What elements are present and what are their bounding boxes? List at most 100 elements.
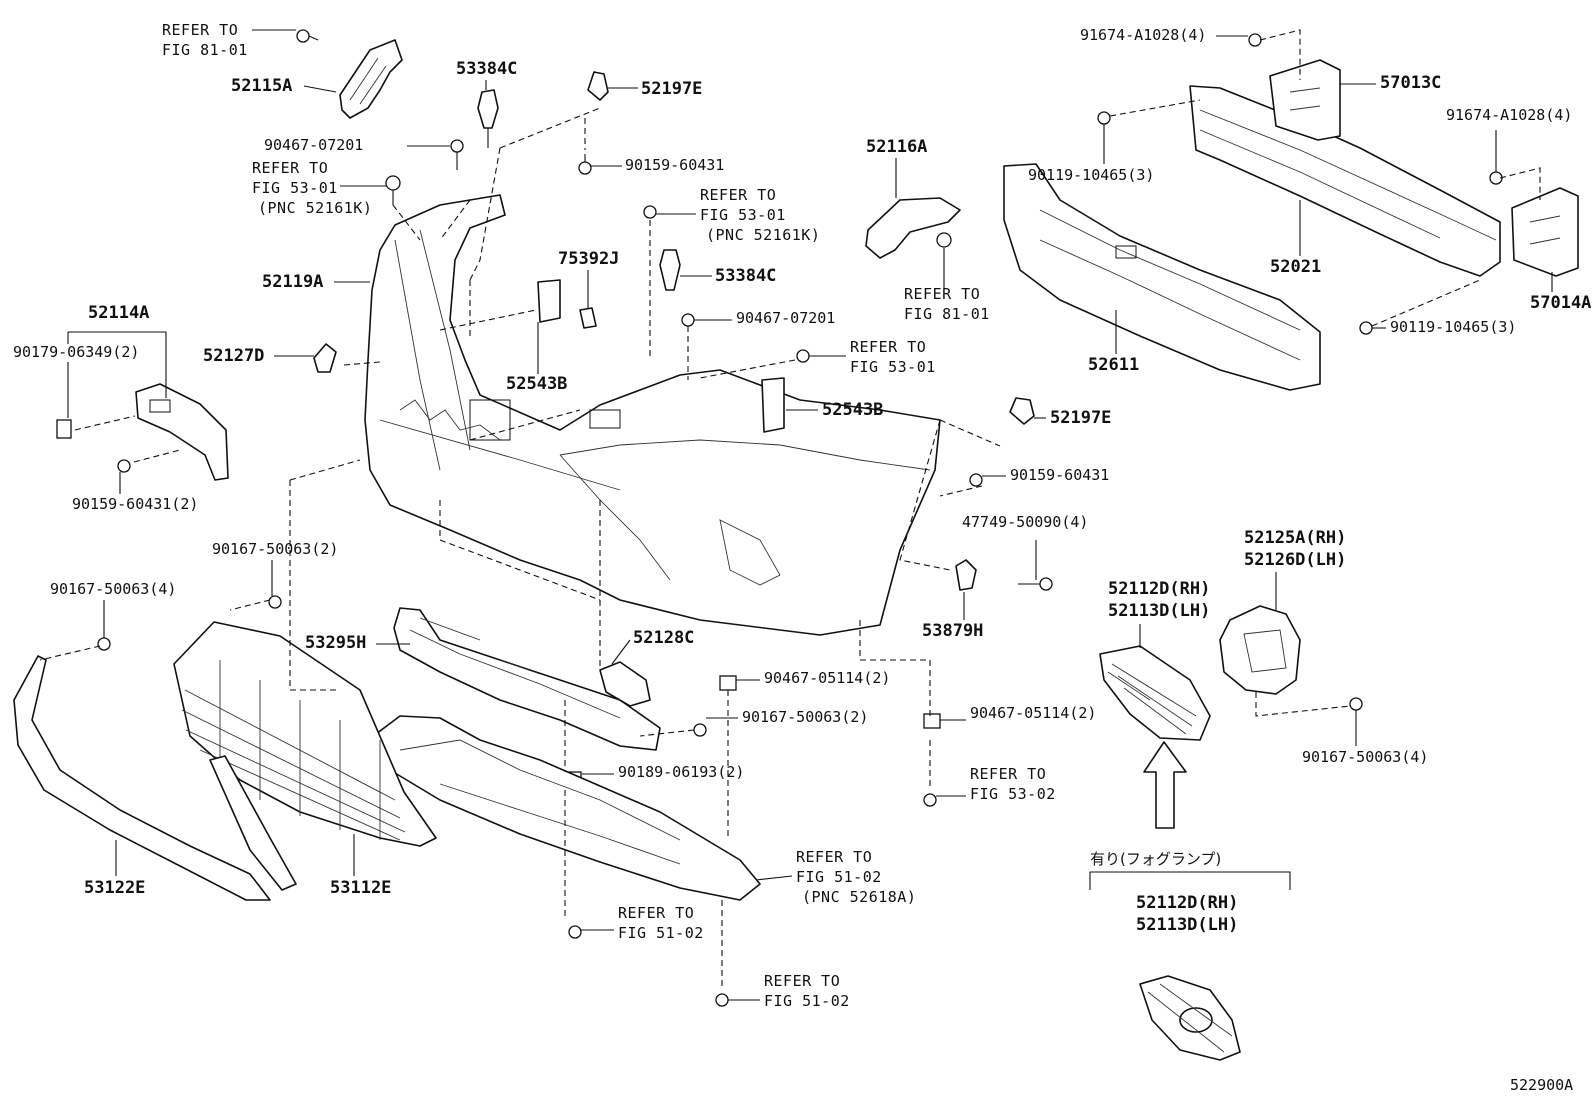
part-label-75392J: 75392J [558, 249, 619, 269]
screw-90467-07201-a-shape [450, 139, 464, 170]
cap-52128C-shape [599, 661, 651, 707]
part-label-52197E-top: 52197E [641, 79, 702, 99]
refer-to-label-c: REFER TO [700, 186, 776, 204]
part-label-90167-50063-4a: 90167-50063(4) [50, 580, 176, 598]
bracket-52115A-shape [296, 29, 403, 119]
emblem-75392J-shape [579, 307, 597, 329]
part-label-53384C-top: 53384C [456, 59, 517, 79]
refer-to-label-d: REFER TO [904, 285, 980, 303]
part-label-52114A: 52114A [88, 303, 149, 323]
clip-90467-05114-a-shape [719, 675, 737, 691]
refer-fig-label-d: FIG 81-01 [904, 305, 990, 323]
part-label-90467-07201-a: 90467-07201 [264, 136, 363, 154]
part-label-52115A: 52115A [231, 76, 292, 96]
part-label-90467-05114-a: 90467-05114(2) [764, 669, 890, 687]
part-label-53295H: 53295H [305, 633, 366, 653]
absorber-52611-shape [1003, 163, 1321, 391]
part-label-52112D-rh-b: 52112D(RH) [1136, 893, 1238, 913]
part-label-52112D-rh-a: 52112D(RH) [1108, 579, 1210, 599]
refer-to-label-b: REFER TO [252, 159, 328, 177]
part-label-52611: 52611 [1088, 355, 1139, 375]
fog-lamp-option-note: 有り(フォグランプ) [1090, 850, 1221, 868]
refer-to-label-h: REFER TO [618, 904, 694, 922]
part-label-90119-10465-b: 90119-10465(3) [1390, 318, 1516, 336]
clip-52197E-top-shape [587, 71, 609, 101]
refer-to-label-i: REFER TO [764, 972, 840, 990]
refer-to-label-g: REFER TO [796, 848, 872, 866]
bracket-57014A-shape [1359, 171, 1579, 335]
part-label-91674-A1028-b: 91674-A1028(4) [1446, 106, 1572, 124]
part-label-52543B-right: 52543B [822, 400, 883, 420]
bracket-57013C-shape [1097, 33, 1341, 141]
part-label-52126D-lh: 52126D(LH) [1244, 550, 1346, 570]
refer-fig-label-h: FIG 51-02 [618, 924, 704, 942]
refer-fig-label-f: FIG 53-02 [970, 785, 1056, 803]
clip-52161K-a-shape [385, 175, 401, 205]
bracket-52116A-shape [865, 197, 961, 259]
part-label-53879H: 53879H [922, 621, 983, 641]
refer-fig-label-g: FIG 51-02 [796, 868, 882, 886]
part-label-53112E: 53112E [330, 878, 391, 898]
bumper-cover-52119A-shape [364, 194, 941, 636]
refer-pnc-label-b: (PNC 52161K) [258, 199, 372, 217]
part-label-52021: 52021 [1270, 257, 1321, 277]
part-label-90159-60431-a: 90159-60431 [625, 156, 724, 174]
part-label-90179-06349: 90179-06349(2) [13, 343, 139, 361]
assembly-dashed-lines [39, 29, 1541, 990]
part-label-53122E: 53122E [84, 878, 145, 898]
part-label-90467-05114-b: 90467-05114(2) [970, 704, 1096, 722]
clip-53384C-top-shape [477, 89, 499, 148]
pad-52543B-left-shape [537, 279, 561, 323]
refer-pnc-label-g: (PNC 52618A) [802, 888, 916, 906]
part-label-90167-50063-2b: 90167-50063(2) [742, 708, 868, 726]
part-label-90189-06193: 90189-06193(2) [618, 763, 744, 781]
bracket-52114A-shape [56, 383, 229, 481]
refer-fig-label-b: FIG 53-01 [252, 179, 338, 197]
part-label-57013C: 57013C [1380, 73, 1441, 93]
fog-bezel-lower-shape [1139, 975, 1241, 1061]
arrow-up-icon [1143, 741, 1187, 829]
part-label-52116A: 52116A [866, 137, 927, 157]
refer-fig-label-e: FIG 53-01 [850, 358, 936, 376]
fog-option-bracket [1089, 871, 1291, 890]
part-label-52113D-lh-a: 52113D(LH) [1108, 601, 1210, 621]
part-label-91674-A1028-a: 91674-A1028(4) [1080, 26, 1206, 44]
pad-52543B-right-shape [761, 349, 810, 433]
trim-53122E-shape [13, 637, 297, 901]
refer-to-label-f: REFER TO [970, 765, 1046, 783]
part-label-53384C-mid: 53384C [715, 266, 776, 286]
part-label-52119A: 52119A [262, 272, 323, 292]
refer-fig-label-i: FIG 51-02 [764, 992, 850, 1010]
fog-bezel-upper-shape [1099, 645, 1211, 741]
part-label-52113D-lh-b: 52113D(LH) [1136, 915, 1238, 935]
refer-pnc-label-c: (PNC 52161K) [706, 226, 820, 244]
part-label-52128C: 52128C [633, 628, 694, 648]
part-label-90159-60431-b: 90159-60431 [1010, 466, 1109, 484]
refer-to-label: REFER TO [162, 21, 238, 39]
reinforcement-53295H-shape [393, 607, 661, 751]
part-label-52543B-left: 52543B [506, 374, 567, 394]
clip-52197E-mid-shape [969, 397, 1035, 487]
part-label-57014A: 57014A [1530, 293, 1591, 313]
part-label-90467-07201-b: 90467-07201 [736, 309, 835, 327]
part-label-90119-10465-a: 90119-10465(3) [1028, 166, 1154, 184]
screw-90159-60431-a-shape [578, 154, 592, 175]
refer-fig-label: FIG 81-01 [162, 41, 248, 59]
clip-90467-05114-b-shape [923, 713, 941, 807]
part-label-52197E-mid: 52197E [1050, 408, 1111, 428]
part-label-52125A-rh: 52125A(RH) [1244, 528, 1346, 548]
part-label-90167-50063-2a: 90167-50063(2) [212, 540, 338, 558]
clip-53879H-shape [955, 540, 1053, 591]
refer-to-label-e: REFER TO [850, 338, 926, 356]
diagram-code: 522900A [1510, 1076, 1573, 1094]
screw-90167-50063-2b-shape [693, 723, 707, 737]
fog-bracket-shape [1219, 605, 1363, 711]
part-label-90159-60431-2: 90159-60431(2) [72, 495, 198, 513]
part-label-47749-50090: 47749-50090(4) [962, 513, 1088, 531]
part-label-90167-50063-4b: 90167-50063(4) [1302, 748, 1428, 766]
part-label-52127D: 52127D [203, 346, 264, 366]
cap-52127D-shape [313, 343, 337, 373]
refer-fig-label-c: FIG 53-01 [700, 206, 786, 224]
clip-53384C-mid-shape [643, 205, 695, 327]
